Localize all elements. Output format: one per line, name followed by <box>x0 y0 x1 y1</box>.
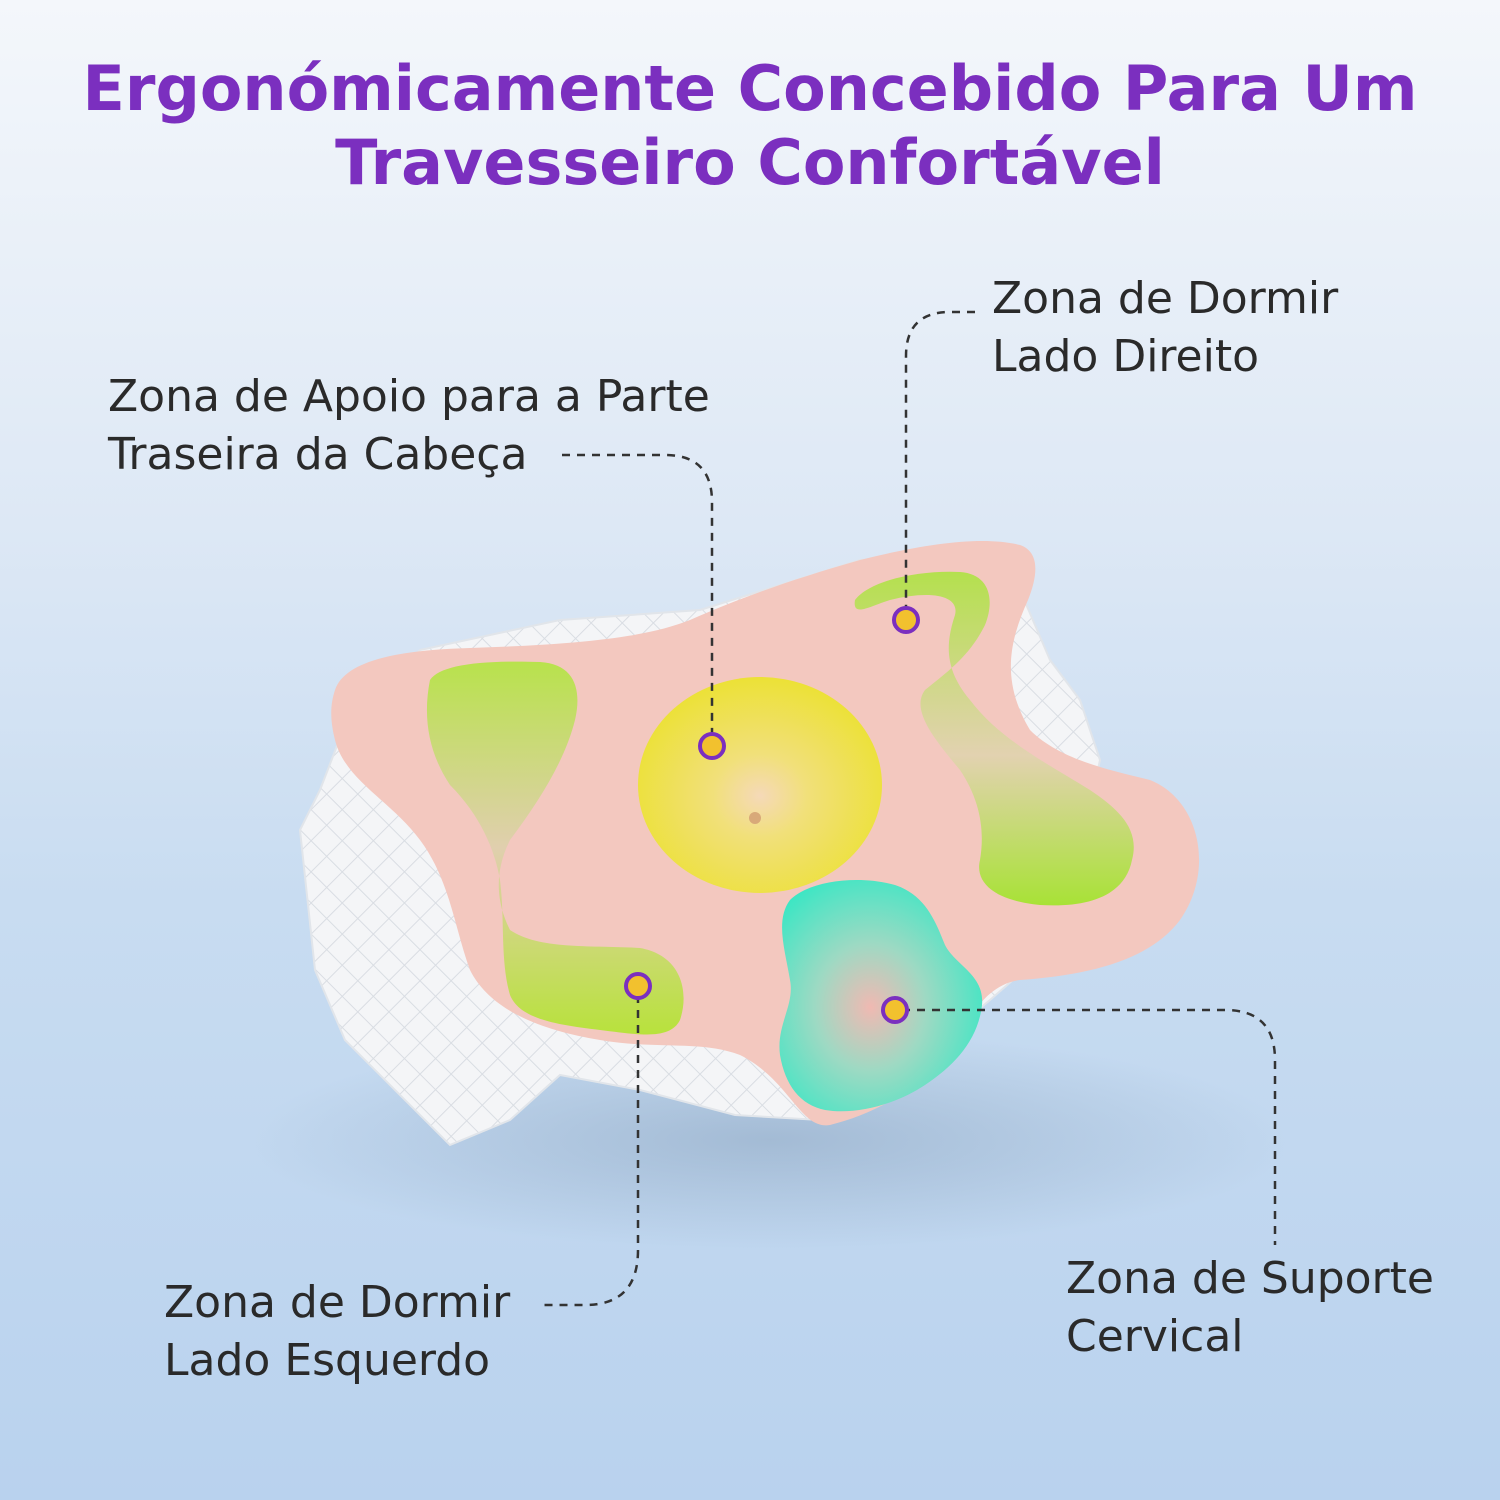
markers <box>624 606 920 1024</box>
leader-line-head <box>562 453 714 740</box>
marker-right <box>892 606 920 634</box>
callout-cervical: Zona de Suporte Cervical <box>1066 1250 1434 1366</box>
callout-head-back-line-1: Zona de Apoio para a Parte <box>108 371 710 422</box>
callout-head-back-line-2: Traseira da Cabeça <box>108 429 528 480</box>
callout-left-side: Zona de Dormir Lado Esquerdo <box>164 1274 510 1390</box>
head-support-dimple <box>749 812 761 824</box>
left-sleep-zone <box>426 661 684 1035</box>
page-title: Ergonómicamente Concebido Para Um Traves… <box>0 52 1500 200</box>
title-line-2: Travesseiro Confortável <box>335 126 1165 199</box>
callout-cervical-line-2: Cervical <box>1066 1311 1244 1362</box>
callout-head-back: Zona de Apoio para a Parte Traseira da C… <box>108 368 710 484</box>
title-line-1: Ergonómicamente Concebido Para Um <box>82 52 1418 125</box>
callout-right-side-line-2: Lado Direito <box>992 331 1260 382</box>
marker-head <box>698 732 726 760</box>
leader-line-right <box>904 310 975 612</box>
callout-right-side: Zona de Dormir Lado Direito <box>992 270 1338 386</box>
marker-cervical <box>881 996 909 1024</box>
callout-cervical-line-1: Zona de Suporte <box>1066 1253 1434 1304</box>
callout-left-side-line-1: Zona de Dormir <box>164 1277 511 1328</box>
cervical-support-zone <box>779 880 983 1112</box>
right-sleep-zone <box>854 571 1134 906</box>
leader-line-left <box>540 995 640 1307</box>
leader-line-cervical <box>902 1008 1277 1245</box>
callout-left-side-line-2: Lado Esquerdo <box>164 1335 491 1386</box>
callout-right-side-line-1: Zona de Dormir <box>992 273 1339 324</box>
head-support-zone <box>638 677 882 893</box>
marker-left <box>624 972 652 1000</box>
leader-lines <box>540 310 1277 1307</box>
